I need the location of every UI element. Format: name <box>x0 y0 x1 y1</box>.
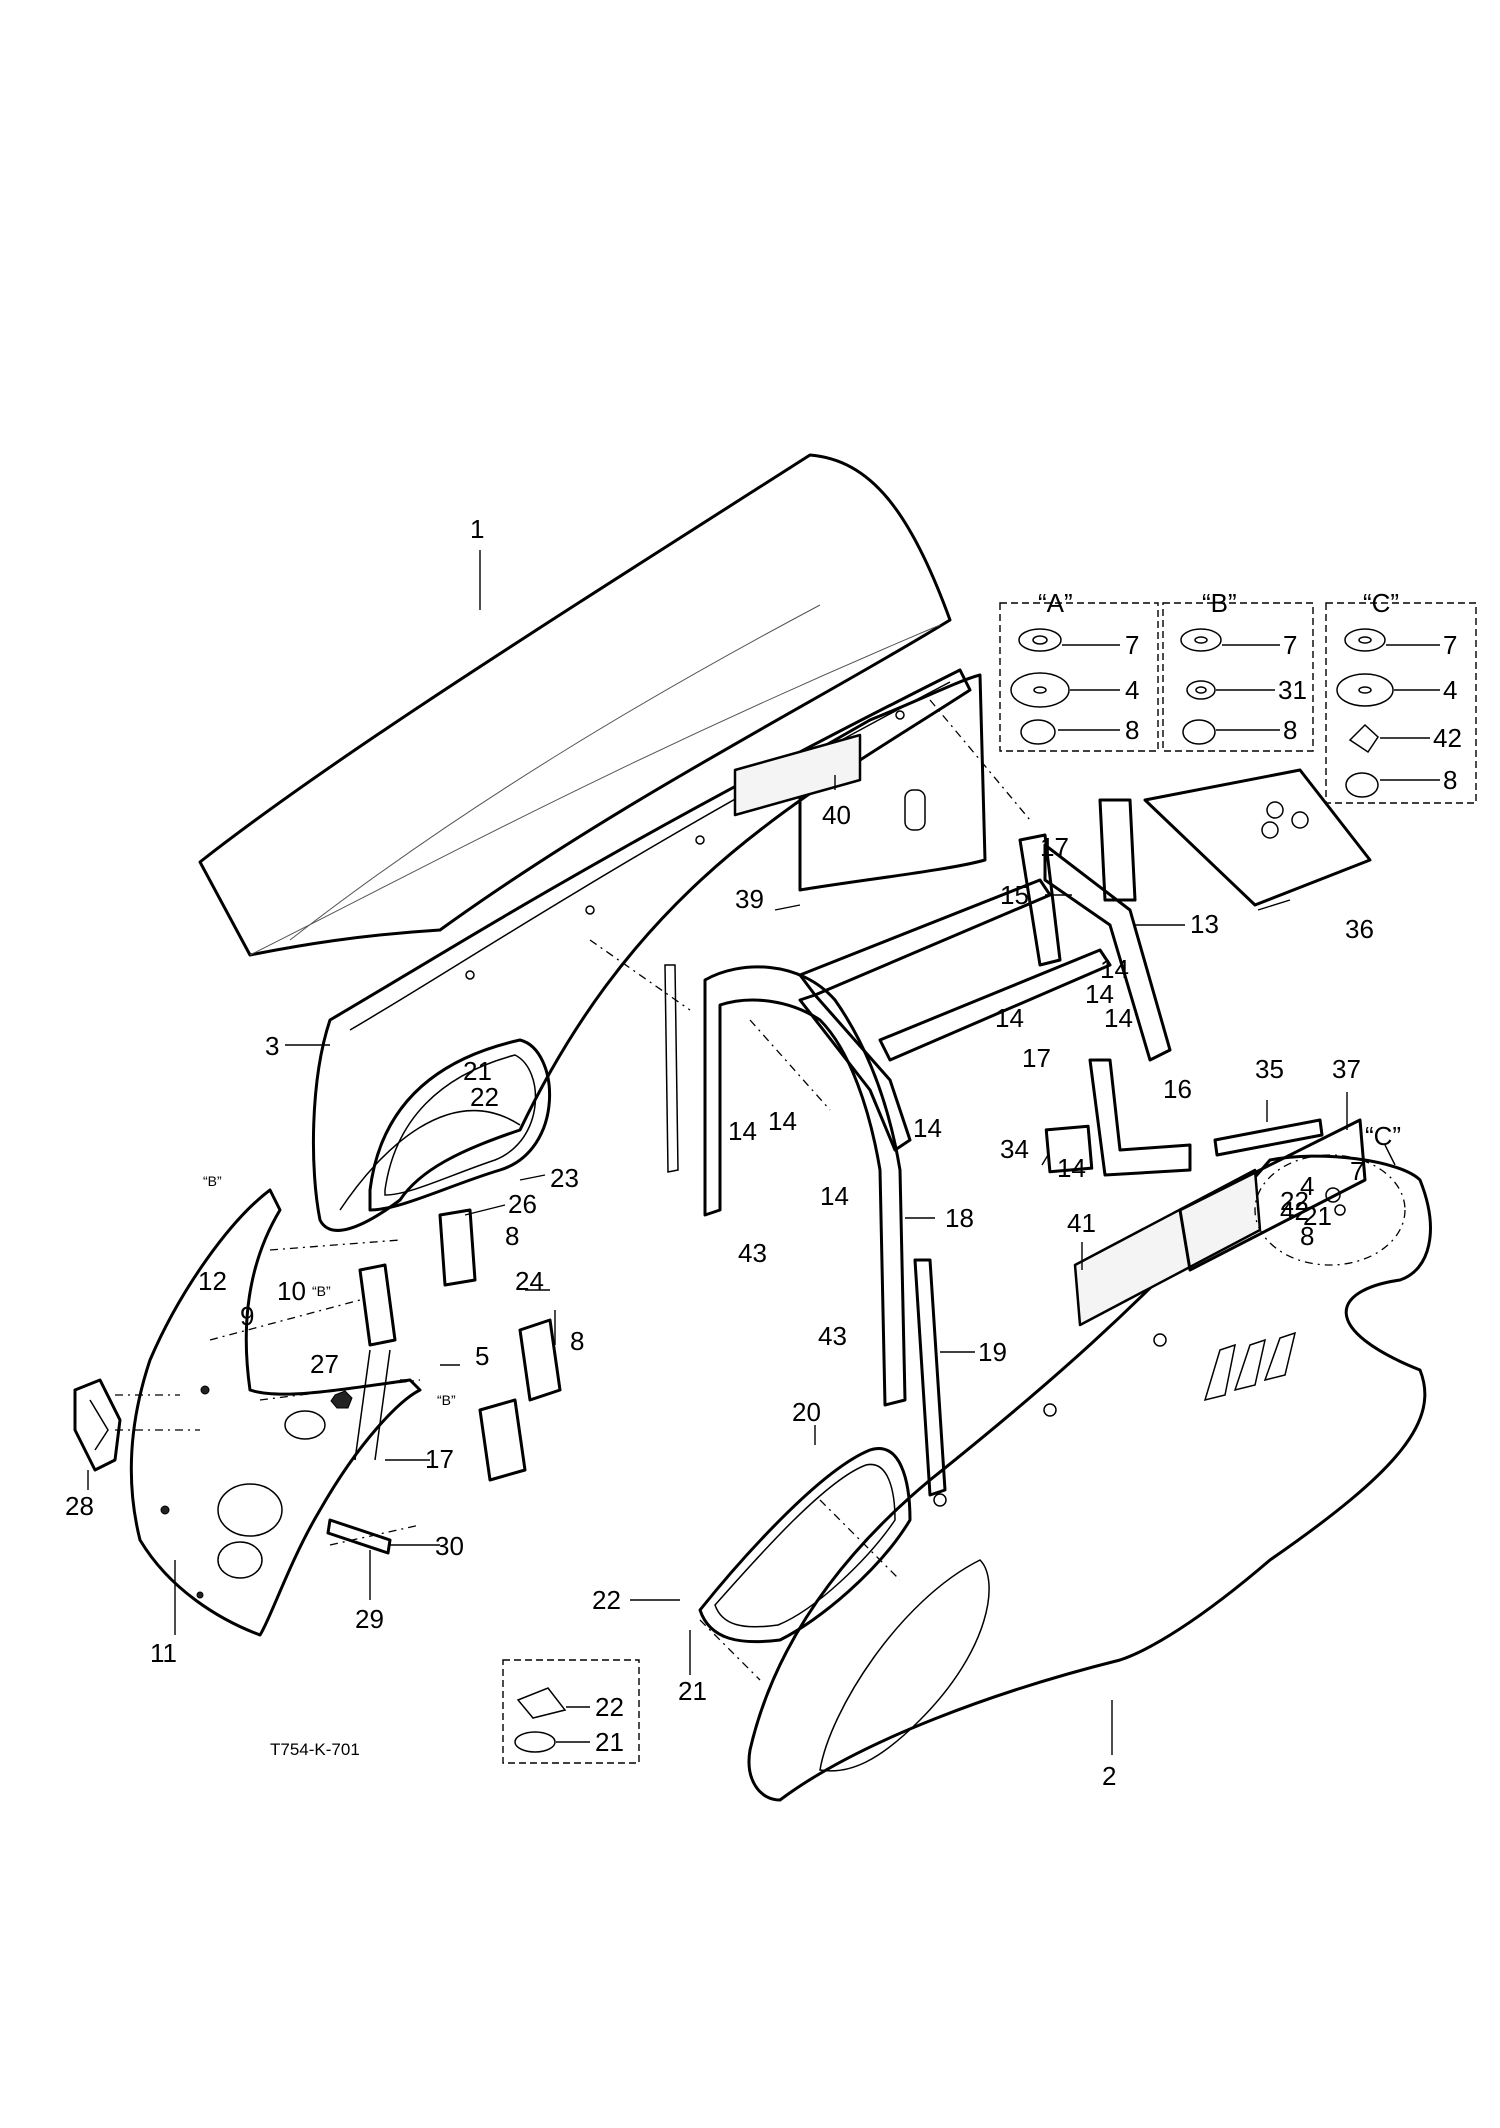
inset-C-title: “C” <box>1363 588 1399 618</box>
callout-14d: 14 <box>1104 1003 1133 1033</box>
callout-8c: 8 <box>1300 1221 1314 1251</box>
callout-27: 27 <box>310 1349 339 1379</box>
callout-24: 24 <box>515 1266 544 1296</box>
callout-13: 13 <box>1190 909 1219 939</box>
hood-inner-frame <box>311 668 972 1232</box>
side-window-seal <box>368 1038 552 1212</box>
inset-B: “B” 7 31 8 <box>1162 588 1314 752</box>
callout-14e: 14 <box>728 1116 757 1146</box>
inset-B-item-3: 8 <box>1283 715 1297 745</box>
callout-7: 7 <box>1350 1156 1364 1186</box>
callout-14i: 14 <box>820 1181 849 1211</box>
callout-17a: 17 <box>1040 832 1069 862</box>
inset-A: “A” 7 4 8 <box>999 588 1159 752</box>
callout-8b: 8 <box>570 1326 584 1356</box>
upright-arch <box>664 964 947 1497</box>
inset-B-item-1: 7 <box>1283 630 1297 660</box>
inset-C-item-1: 7 <box>1443 630 1457 660</box>
hood-top-panel <box>198 453 952 957</box>
callout-43b: 43 <box>818 1321 847 1351</box>
callout-12: 12 <box>198 1266 227 1296</box>
inset-C-item-2: 4 <box>1443 675 1457 705</box>
inset-C-item-4: 8 <box>1443 765 1457 795</box>
hardware-inset-item-21: 21 <box>595 1727 624 1757</box>
front-grille <box>129 1188 422 1637</box>
leader-lines <box>87 550 1348 1755</box>
view-ref-B-2: “B” <box>312 1283 331 1299</box>
callout-16: 16 <box>1163 1074 1192 1104</box>
callout-21c: 21 <box>1303 1201 1332 1231</box>
inset-C: “C” 7 4 42 8 <box>1325 588 1477 804</box>
callout-37: 37 <box>1332 1054 1361 1084</box>
callout-23: 23 <box>550 1163 579 1193</box>
hardware-inset-item-22: 22 <box>595 1692 624 1722</box>
callout-15: 15 <box>1000 880 1029 910</box>
callout-36: 36 <box>1345 914 1374 944</box>
support-frame <box>798 798 1192 1177</box>
detail-circle-C <box>1254 1144 1406 1266</box>
callout-4: 4 <box>1300 1171 1314 1201</box>
callout-1: 1 <box>470 514 484 544</box>
callout-14h: 14 <box>1057 1153 1086 1183</box>
drawing-code: T754-K-701 <box>270 1740 360 1759</box>
callout-39: 39 <box>735 884 764 914</box>
callout-22c: 22 <box>1280 1186 1309 1216</box>
inset-A-item-2: 4 <box>1125 675 1139 705</box>
insulation-pads <box>1044 768 1372 1327</box>
callout-43a: 43 <box>738 1238 767 1268</box>
callout-22b: 22 <box>592 1585 621 1615</box>
callout-34: 34 <box>1000 1134 1029 1164</box>
callout-41: 41 <box>1067 1208 1096 1238</box>
view-ref-B-1: “B” <box>203 1173 222 1189</box>
inset-A-item-1: 7 <box>1125 630 1139 660</box>
callout-29: 29 <box>355 1604 384 1634</box>
callout-5: 5 <box>475 1341 489 1371</box>
side-panel <box>747 1154 1432 1802</box>
callout-11: 11 <box>150 1638 177 1668</box>
hardware-inset: 22 21 <box>502 1659 640 1764</box>
callout-22a: 22 <box>470 1082 499 1112</box>
callout-35: 35 <box>1255 1054 1284 1084</box>
callout-21a: 21 <box>463 1056 492 1086</box>
callout-42: 42 <box>1280 1196 1309 1226</box>
callout-20: 20 <box>792 1397 821 1427</box>
callout-30: 30 <box>435 1531 464 1561</box>
callout-26: 26 <box>508 1189 537 1219</box>
callout-19: 19 <box>978 1337 1007 1367</box>
inset-A-title: “A” <box>1038 588 1073 618</box>
brand-emblem <box>73 1378 122 1472</box>
callout-10: 10 <box>277 1276 306 1306</box>
view-ref-B-3: “B” <box>437 1392 456 1408</box>
view-ref-C: “C” <box>1365 1121 1401 1151</box>
inset-A-item-3: 8 <box>1125 715 1139 745</box>
front-window-seal <box>698 1446 912 1644</box>
callout-8a: 8 <box>505 1221 519 1251</box>
callout-18: 18 <box>945 1203 974 1233</box>
callout-2: 2 <box>1102 1761 1116 1791</box>
inset-C-item-3: 42 <box>1433 723 1462 753</box>
callout-labels: 1 2 3 4 5 7 8 8 8 9 10 11 12 13 14 14 14… <box>65 514 1374 1791</box>
rear-panel <box>733 673 987 892</box>
inset-B-item-2: 31 <box>1278 675 1307 705</box>
callout-14f: 14 <box>768 1106 797 1136</box>
assembly-lines <box>115 699 1031 1681</box>
mounting-brackets <box>326 1208 562 1555</box>
callout-17b: 17 <box>1022 1043 1051 1073</box>
callout-3: 3 <box>265 1031 279 1061</box>
callout-21b: 21 <box>678 1676 707 1706</box>
callout-28: 28 <box>65 1491 94 1521</box>
inset-B-title: “B” <box>1202 588 1237 618</box>
view-references: “B” “B” “B” “C” <box>203 1121 1401 1408</box>
callout-14c: 14 <box>1085 979 1114 1009</box>
callout-17c: 17 <box>425 1444 454 1474</box>
callout-14a: 14 <box>1100 954 1129 984</box>
callout-14g: 14 <box>913 1113 942 1143</box>
callout-14b: 14 <box>995 1003 1024 1033</box>
callout-40: 40 <box>822 800 851 830</box>
callout-9: 9 <box>240 1301 254 1331</box>
